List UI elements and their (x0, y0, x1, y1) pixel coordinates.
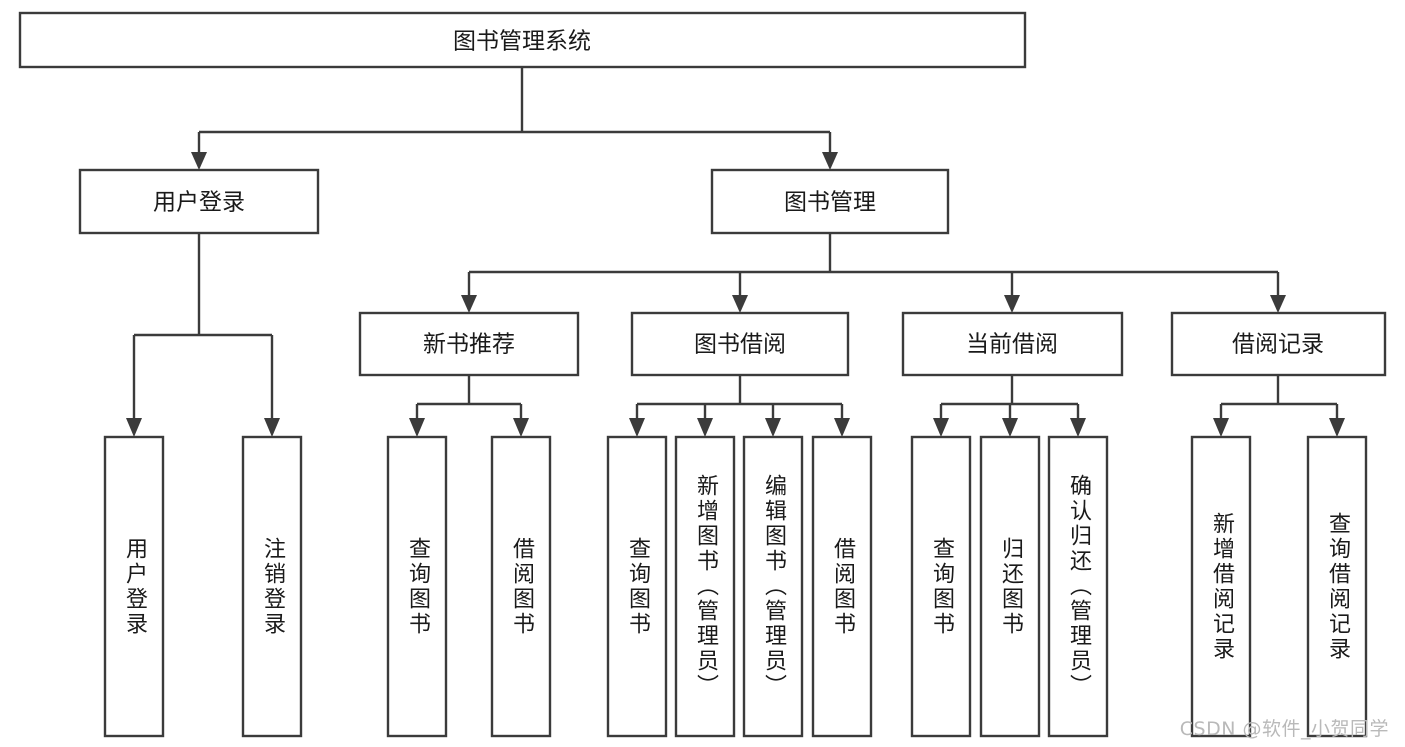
leaf-box-new-book-2[interactable] (490, 435, 552, 738)
node-new-book-box[interactable] (358, 311, 580, 377)
arrow-borrow-record-l1 (1213, 418, 1229, 437)
arrow-new-book-l2 (513, 418, 529, 437)
node-new-book-label: 新书推荐 (423, 332, 515, 358)
connectors-layer (126, 67, 1345, 437)
node-book-borrow-label: 图书借阅 (694, 332, 786, 358)
arrow-borrow-record-l2 (1329, 418, 1345, 437)
arrow-current-borrow-l3 (1070, 418, 1086, 437)
node-current-borrow-box[interactable] (901, 311, 1124, 377)
csdn-watermark: CSDN @软件_小贺同学 (1179, 718, 1389, 740)
node-borrow-record-box[interactable] (1170, 311, 1387, 377)
leaf-nodes-layer (103, 435, 1368, 738)
arrow-new-book-l1 (409, 418, 425, 437)
node-user-login-label: 用户登录 (153, 190, 245, 216)
arrow-user-login-child1 (126, 418, 142, 437)
arrow-current-borrow-l2 (1002, 418, 1018, 437)
leaf-box-current-borrow-1[interactable] (910, 435, 972, 738)
arrow-book-manage-c1 (461, 295, 477, 313)
arrow-book-manage-c4 (1270, 295, 1286, 313)
arrow-book-manage-c3 (1004, 295, 1020, 313)
node-current-borrow-label: 当前借阅 (966, 332, 1058, 358)
arrow-user-login-child2 (264, 418, 280, 437)
leaf-box-new-book-1[interactable] (386, 435, 448, 738)
leaf-box-borrow-record-1[interactable] (1190, 435, 1252, 738)
arrow-book-manage-c2 (732, 295, 748, 313)
leaf-box-user-login-2[interactable] (241, 435, 303, 738)
leaf-box-current-borrow-3[interactable] (1047, 435, 1109, 738)
node-root-label: 图书管理系统 (453, 29, 591, 55)
arrow-root-to-book-manage (822, 152, 838, 170)
node-borrow-record-label: 借阅记录 (1232, 332, 1324, 358)
leaf-box-book-borrow-2[interactable] (674, 435, 736, 738)
node-book-manage-label: 图书管理 (784, 190, 876, 216)
leaf-box-book-borrow-1[interactable] (606, 435, 668, 738)
node-book-borrow-box[interactable] (630, 311, 850, 377)
leaf-box-borrow-record-2[interactable] (1306, 435, 1368, 738)
leaf-box-current-borrow-2[interactable] (979, 435, 1041, 738)
node-user-login-box[interactable] (78, 168, 320, 235)
leaf-box-user-login-1[interactable] (103, 435, 165, 738)
arrow-root-to-user-login (191, 152, 207, 170)
arrow-book-borrow-l4 (834, 418, 850, 437)
arrow-current-borrow-l1 (933, 418, 949, 437)
arrow-book-borrow-l1 (629, 418, 645, 437)
leaf-box-book-borrow-3[interactable] (742, 435, 804, 738)
node-root-box[interactable] (18, 11, 1027, 69)
nodes-layer: 图书管理系统 用户登录 图书管理 新书推荐 图书借阅 当前借阅 借阅记录 (18, 11, 1387, 377)
node-book-manage-box[interactable] (710, 168, 950, 235)
arrow-book-borrow-l2 (697, 418, 713, 437)
arrow-book-borrow-l3 (765, 418, 781, 437)
leaf-box-book-borrow-4[interactable] (811, 435, 873, 738)
